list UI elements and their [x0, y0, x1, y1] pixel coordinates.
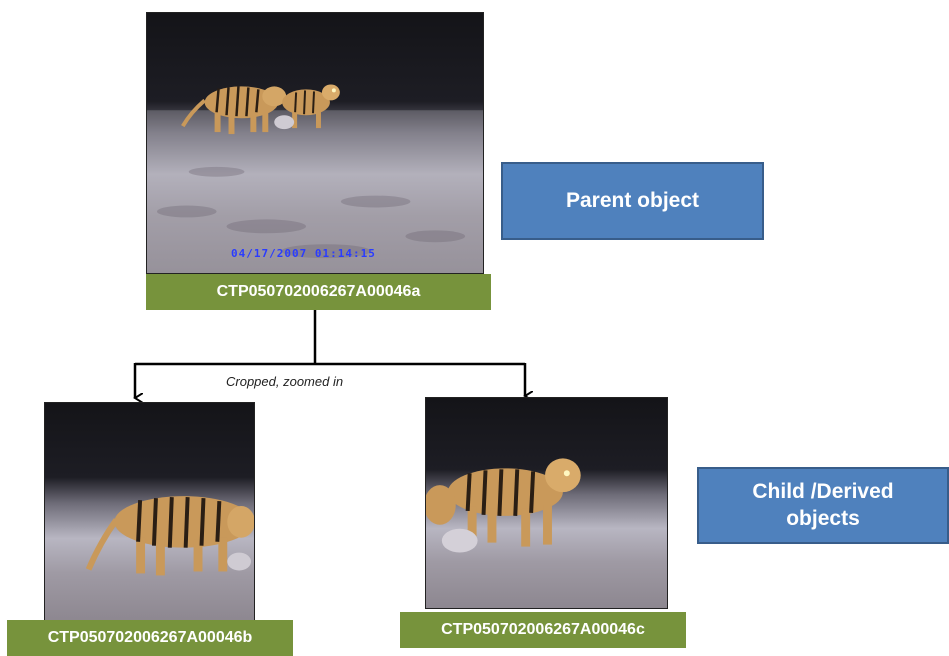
tiger-crop-right-illustration — [426, 458, 581, 553]
child-box-line-1: Child /Derived — [752, 480, 894, 504]
crop-caption: Cropped, zoomed in — [226, 374, 344, 389]
child-derived-objects-box: Child /Derived objects — [697, 467, 949, 544]
photo-timestamp: 04/17/2007 01:14:15 — [231, 247, 376, 260]
child-box-line-2: objects — [786, 506, 860, 530]
child-image-right — [425, 397, 668, 609]
tigers-illustration — [147, 84, 483, 273]
child-right-id-label: CTP050702006267A00046c — [400, 612, 686, 648]
parent-object-box: Parent object — [501, 162, 764, 240]
parent-object-id-label: CTP050702006267A00046a — [146, 274, 491, 310]
parent-camera-trap-image: 04/17/2007 01:14:15 — [146, 12, 484, 274]
child-image-left — [44, 402, 255, 622]
child-left-id-label: CTP050702006267A00046b — [7, 620, 293, 656]
tiger-crop-left-illustration — [85, 496, 254, 576]
